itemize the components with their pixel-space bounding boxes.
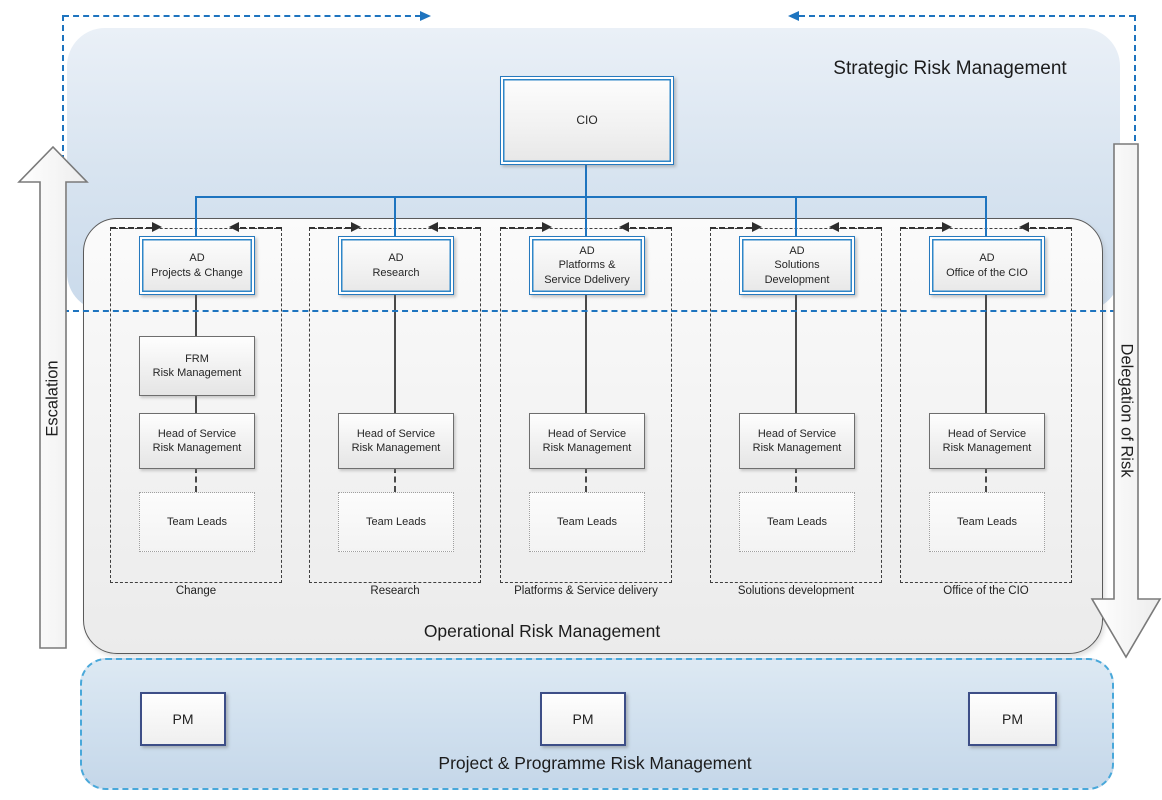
- frm-label: FRM Risk Management: [152, 352, 242, 379]
- column-solutions: AD Solutions Development Head of Service…: [710, 222, 882, 603]
- arrow-right-icon: [420, 10, 431, 21]
- ad-label: AD Solutions Development: [764, 245, 830, 286]
- connector-dashed: [795, 467, 797, 492]
- team-leads-box: Team Leads: [139, 492, 255, 552]
- connector-line: [985, 293, 987, 413]
- arrow-right-icon: [152, 222, 162, 232]
- pm-label: PM: [572, 711, 594, 727]
- pm-box: PM: [540, 692, 626, 746]
- team-leads-box: Team Leads: [529, 492, 645, 552]
- team-label: Team Leads: [366, 515, 426, 528]
- head-label: Head of Service Risk Management: [942, 427, 1032, 454]
- head-of-service-box: Head of Service Risk Management: [929, 413, 1045, 469]
- column-office-cio: AD Office of the CIO Head of Service Ris…: [900, 222, 1072, 603]
- operational-title: Operational Risk Management: [423, 621, 661, 641]
- ad-box: AD Platforms & Service Ddelivery: [529, 236, 645, 295]
- inflow-dash-left: [710, 227, 752, 229]
- frm-box: FRM Risk Management: [139, 336, 255, 396]
- connector-line: [585, 293, 587, 413]
- connector-dashed: [394, 467, 396, 492]
- connector-line: [394, 293, 396, 413]
- head-of-service-box: Head of Service Risk Management: [739, 413, 855, 469]
- column-research: AD Research Head of Service Risk Managem…: [309, 222, 481, 603]
- arrow-left-icon: [1019, 222, 1029, 232]
- inflow-dash-right: [240, 227, 282, 229]
- inflow-dash-right: [439, 227, 481, 229]
- arrow-left-icon: [829, 222, 839, 232]
- column-platforms: AD Platforms & Service Ddelivery Head of…: [500, 222, 672, 603]
- team-label: Team Leads: [167, 515, 227, 528]
- connector-line: [195, 293, 197, 336]
- inflow-dash-left: [110, 227, 152, 229]
- team-label: Team Leads: [957, 515, 1017, 528]
- head-label: Head of Service Risk Management: [152, 427, 242, 454]
- ad-label: AD Platforms & Service Ddelivery: [544, 245, 630, 286]
- head-of-service-box: Head of Service Risk Management: [139, 413, 255, 469]
- ad-label: AD Research: [372, 252, 420, 279]
- escalation-label: Escalation: [43, 360, 62, 437]
- team-label: Team Leads: [767, 515, 827, 528]
- connector-cio-riser: [585, 163, 587, 197]
- ad-label: AD Projects & Change: [151, 252, 243, 279]
- inflow-dash-right: [1030, 227, 1072, 229]
- head-label: Head of Service Risk Management: [542, 427, 632, 454]
- team-leads-box: Team Leads: [338, 492, 454, 552]
- head-label: Head of Service Risk Management: [351, 427, 441, 454]
- connector-line: [195, 394, 197, 413]
- connector-dashed: [585, 467, 587, 492]
- pm-box: PM: [140, 692, 226, 746]
- team-leads-box: Team Leads: [929, 492, 1045, 552]
- arrow-left-icon: [428, 222, 438, 232]
- team-leads-box: Team Leads: [739, 492, 855, 552]
- column-change: AD Projects & Change FRM Risk Management…: [110, 222, 282, 603]
- strategic-title: Strategic Risk Management: [833, 58, 1067, 79]
- project-title: Project & Programme Risk Management: [438, 753, 752, 773]
- inflow-dash-left: [309, 227, 351, 229]
- column-footer-label: Change: [175, 585, 217, 597]
- pm-label: PM: [172, 711, 194, 727]
- head-label: Head of Service Risk Management: [752, 427, 842, 454]
- team-label: Team Leads: [557, 515, 617, 528]
- column-footer-label: Research: [370, 585, 420, 597]
- connector-dashed: [985, 467, 987, 492]
- arrow-right-icon: [752, 222, 762, 232]
- arrow-left-icon: [229, 222, 239, 232]
- ad-box: AD Research: [338, 236, 454, 295]
- head-of-service-box: Head of Service Risk Management: [338, 413, 454, 469]
- ad-box: AD Office of the CIO: [929, 236, 1045, 295]
- connector-drop-2: [394, 197, 396, 236]
- arrow-left-icon: [619, 222, 629, 232]
- arrow-left-icon: [788, 10, 799, 21]
- boundary-dash-top-left: [63, 15, 421, 17]
- column-footer-label: Office of the CIO: [943, 585, 1029, 597]
- connector-drop-4: [795, 197, 797, 236]
- inflow-dash-right: [630, 227, 672, 229]
- delegation-label: Delegation of Risk: [1117, 343, 1136, 478]
- boundary-dash-bottom: [63, 310, 1136, 312]
- column-footer-label: Platforms & Service delivery: [514, 585, 658, 597]
- pm-box: PM: [968, 692, 1057, 746]
- ad-box: AD Projects & Change: [139, 236, 255, 295]
- connector-drop-1: [195, 197, 197, 236]
- connector-drop-5: [985, 197, 987, 236]
- connector-horizontal: [195, 196, 987, 198]
- boundary-dash-top-right: [799, 15, 1135, 17]
- inflow-dash-left: [500, 227, 542, 229]
- arrow-right-icon: [542, 222, 552, 232]
- ad-label: AD Office of the CIO: [946, 252, 1028, 279]
- arrow-right-icon: [351, 222, 361, 232]
- cio-label: CIO: [576, 112, 598, 127]
- pm-label: PM: [1002, 711, 1023, 727]
- connector-line: [795, 293, 797, 413]
- ad-box: AD Solutions Development: [739, 236, 855, 295]
- connector-drop-3: [585, 197, 587, 236]
- column-footer-label: Solutions development: [737, 585, 855, 597]
- connector-dashed: [195, 467, 197, 492]
- inflow-dash-right: [840, 227, 882, 229]
- cio-box: CIO: [500, 76, 674, 165]
- inflow-dash-left: [900, 227, 942, 229]
- arrow-right-icon: [942, 222, 952, 232]
- head-of-service-box: Head of Service Risk Management: [529, 413, 645, 469]
